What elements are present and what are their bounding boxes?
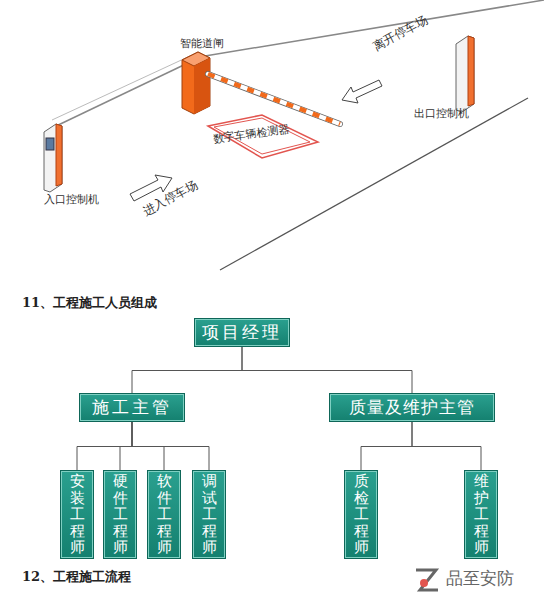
- box-text: 调试工程师: [202, 473, 217, 556]
- box-text: 安装工程师: [70, 473, 85, 556]
- org-box: 硬件工程师: [103, 470, 137, 559]
- org-box: 质检工程师: [344, 470, 378, 559]
- org-box: 项目经理: [194, 318, 290, 347]
- part-label: 入口控制机: [44, 192, 99, 207]
- org-box: 安装工程师: [60, 470, 94, 559]
- org-box: 维护工程师: [464, 470, 498, 559]
- org-connector: [361, 422, 412, 470]
- part-label: 进入停车场: [140, 177, 201, 220]
- org-connector: [120, 422, 132, 470]
- org-box: 质量及维护主管: [329, 393, 495, 422]
- org-connector: [132, 422, 209, 470]
- box-text: 施工主管: [92, 396, 172, 419]
- org-box: 软件工程师: [147, 470, 181, 559]
- org-connector: [242, 347, 412, 393]
- box-text: 硬件工程师: [113, 473, 128, 556]
- org-box: 调试工程师: [192, 470, 226, 559]
- section-heading: 11、工程施工人员组成: [22, 294, 157, 312]
- org-connector: [77, 422, 132, 470]
- org-connector: [412, 422, 481, 470]
- box-text: 质量及维护主管: [349, 396, 475, 419]
- section-heading: 12、工程施工流程: [22, 568, 131, 586]
- part-label: 智能道闸: [180, 36, 224, 51]
- box-text: 质检工程师: [354, 473, 369, 556]
- watermark: 品至安防: [446, 567, 514, 590]
- part-label: 离开停车场: [370, 12, 431, 55]
- org-connector: [132, 347, 242, 393]
- box-text: 维护工程师: [474, 473, 489, 556]
- box-text: 软件工程师: [157, 473, 172, 556]
- part-label: 出口控制机: [414, 106, 469, 121]
- org-box: 施工主管: [79, 393, 185, 422]
- box-text: 项目经理: [202, 321, 282, 344]
